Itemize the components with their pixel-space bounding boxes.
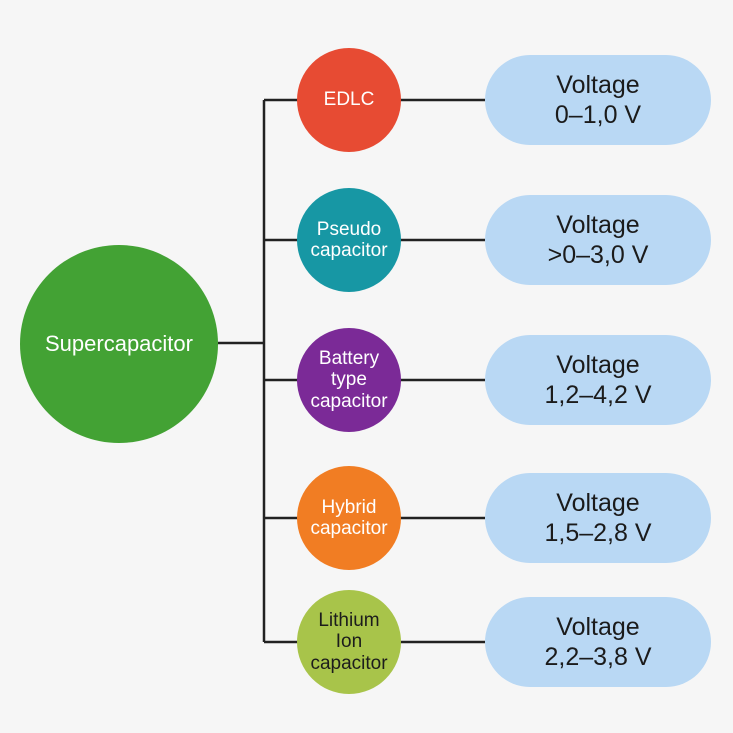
battery-type-capacitor-voltage-box: Voltage 1,2–4,2 V: [485, 335, 711, 425]
pseudocapacitor-label: Pseudo capacitor: [310, 218, 388, 261]
edlc-node: EDLC: [297, 48, 401, 152]
supercapacitor-node: Supercapacitor: [20, 245, 218, 443]
hybrid-capacitor-node: Hybrid capacitor: [297, 466, 401, 570]
hybrid-capacitor-label: Hybrid capacitor: [310, 496, 388, 539]
lithium-ion-capacitor-voltage-box: Voltage 2,2–3,8 V: [485, 597, 711, 687]
lithium-ion-capacitor-label: Lithium Ion capacitor: [310, 610, 388, 674]
edlc-voltage-box: Voltage 0–1,0 V: [485, 55, 711, 145]
edlc-voltage-text: Voltage 0–1,0 V: [554, 70, 642, 130]
lithium-ion-capacitor-node: Lithium Ion capacitor: [297, 590, 401, 694]
lithium-ion-capacitor-voltage-text: Voltage 2,2–3,8 V: [544, 612, 652, 672]
pseudocapacitor-voltage-text: Voltage >0–3,0 V: [547, 210, 649, 270]
battery-type-capacitor-voltage-text: Voltage 1,2–4,2 V: [544, 350, 652, 410]
battery-type-capacitor-label: Battery type capacitor: [310, 348, 388, 412]
hybrid-capacitor-voltage-box: Voltage 1,5–2,8 V: [485, 473, 711, 563]
edlc-label: EDLC: [323, 89, 375, 111]
hybrid-capacitor-voltage-text: Voltage 1,5–2,8 V: [544, 488, 652, 548]
supercapacitor-label: Supercapacitor: [45, 330, 193, 356]
pseudocapacitor-node: Pseudo capacitor: [297, 188, 401, 292]
pseudocapacitor-voltage-box: Voltage >0–3,0 V: [485, 195, 711, 285]
battery-type-capacitor-node: Battery type capacitor: [297, 328, 401, 432]
